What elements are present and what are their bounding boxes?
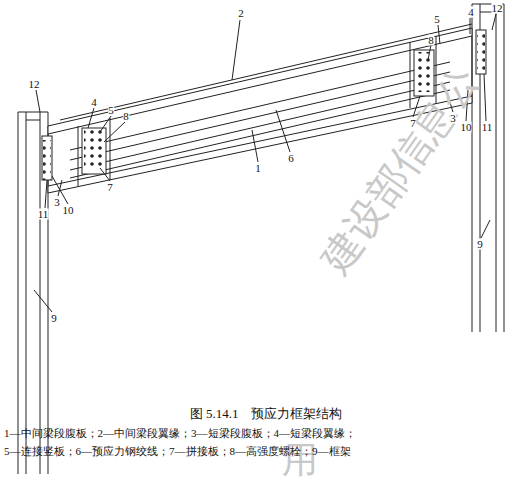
callout-number: 9	[477, 239, 483, 250]
callout-number: 2	[238, 8, 244, 19]
callout-number: 10	[63, 205, 74, 216]
callout-number: 3	[54, 197, 60, 208]
callout-number: 9	[51, 313, 57, 324]
callout-number: 10	[461, 122, 472, 133]
callout-number: 6	[288, 153, 294, 164]
callout-number: 4	[468, 7, 474, 18]
callout-number: 1	[255, 163, 261, 174]
callout-number: 7	[107, 182, 113, 193]
callout-number: 8	[123, 111, 129, 122]
figure-caption: 图 5.14.1 预应力框架结构	[190, 407, 343, 420]
callout-number: 8	[428, 35, 434, 46]
callout-number: 12	[29, 79, 40, 90]
legend-note: 5—连接竖板；6—预应力钢绞线；7—拼接板；8—高强度螺栓；9—框架	[4, 446, 351, 457]
callout-number: 5	[434, 14, 440, 25]
callout-number: 3	[450, 113, 456, 124]
callout-number: 12	[492, 3, 503, 14]
callout-number: 11	[38, 209, 49, 220]
callout-number: 4	[91, 97, 97, 108]
callout-number: 11	[482, 122, 493, 133]
legend-note: 1—中间梁段腹板；2—中间梁段翼缘；3—短梁段腹板；4—短梁段翼缘；	[4, 428, 356, 439]
callout-number: 5	[108, 105, 114, 116]
callout-number: 7	[410, 118, 416, 129]
